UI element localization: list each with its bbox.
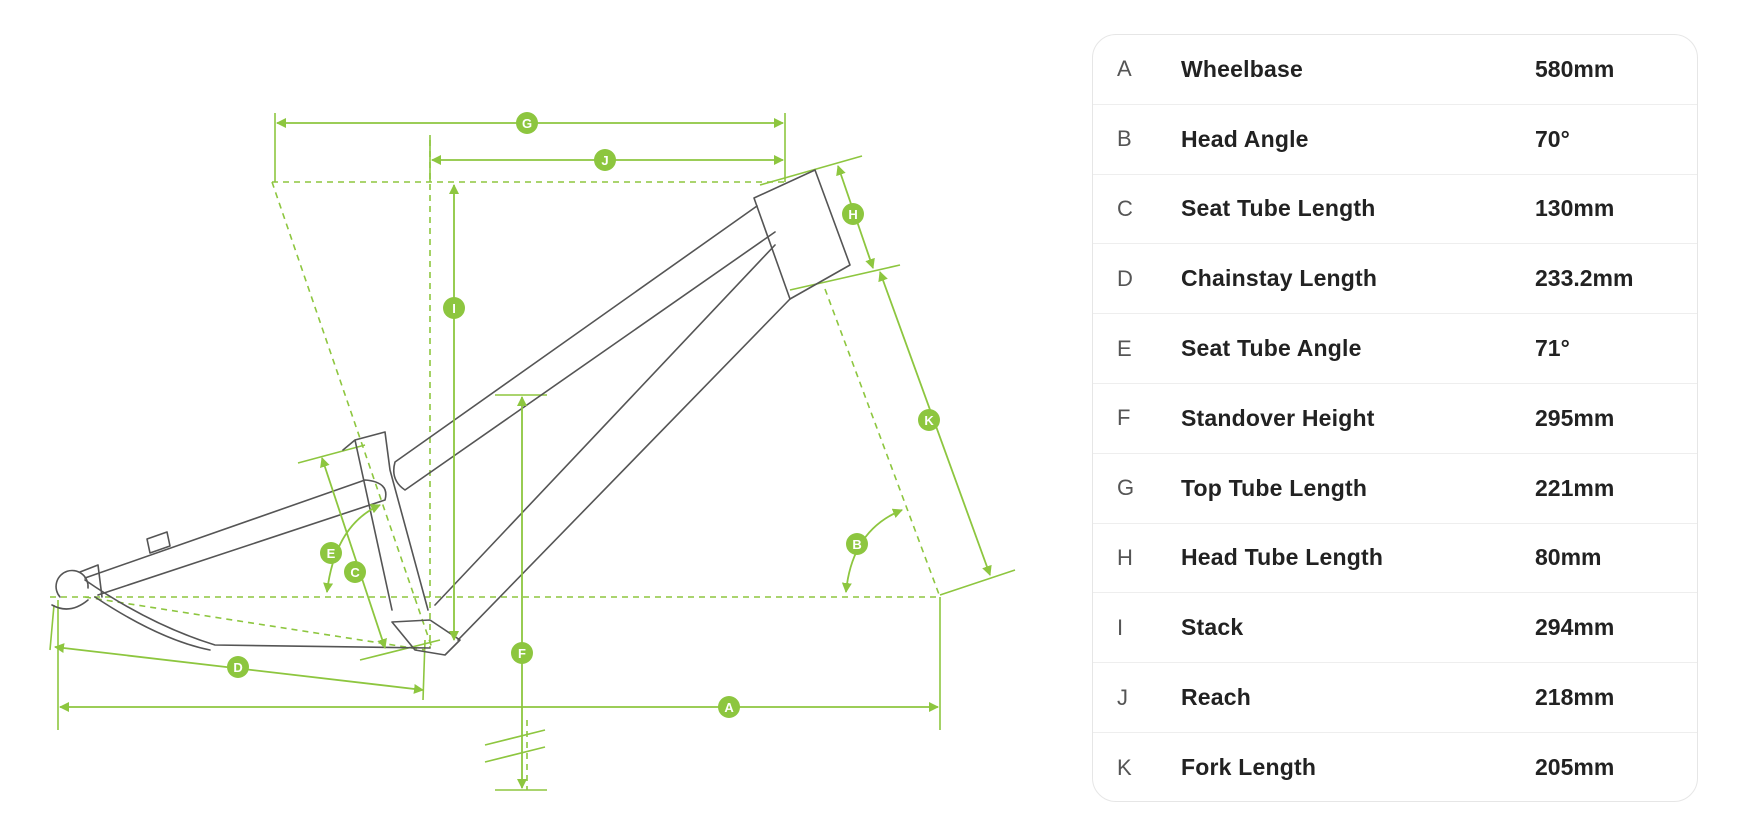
dimension-markers: G J I F A D H K B E C [227, 112, 940, 718]
marker-a: A [718, 696, 740, 718]
spec-key: B [1117, 126, 1132, 152]
spec-name: Chainstay Length [1181, 265, 1378, 292]
spec-value: 218mm [1535, 684, 1615, 711]
spec-key: A [1117, 56, 1132, 82]
spec-name: Head Tube Length [1181, 544, 1384, 571]
spec-row-stack: I Stack 294mm [1093, 593, 1697, 664]
spec-row-top-tube-length: G Top Tube Length 221mm [1093, 454, 1697, 524]
spec-name: Seat Tube Length [1181, 195, 1376, 222]
spec-name: Wheelbase [1181, 55, 1303, 82]
reference-lines [50, 140, 941, 790]
svg-text:I: I [452, 301, 456, 316]
svg-text:D: D [233, 660, 242, 675]
marker-f: F [511, 642, 533, 664]
svg-text:E: E [327, 546, 336, 561]
spec-row-reach: J Reach 218mm [1093, 663, 1697, 733]
spec-row-wheelbase: A Wheelbase 580mm [1093, 35, 1697, 105]
spec-value: 294mm [1535, 614, 1615, 641]
spec-row-fork-length: K Fork Length 205mm [1093, 733, 1697, 801]
svg-text:K: K [924, 413, 934, 428]
spec-name: Standover Height [1181, 404, 1375, 431]
marker-d: D [227, 656, 249, 678]
spec-value: 221mm [1535, 474, 1615, 501]
spec-name: Fork Length [1181, 754, 1317, 781]
spec-row-head-angle: B Head Angle 70° [1093, 105, 1697, 175]
spec-key: D [1117, 265, 1133, 291]
spec-key: F [1117, 405, 1131, 431]
svg-text:H: H [848, 207, 857, 222]
svg-text:B: B [852, 537, 861, 552]
svg-text:F: F [518, 646, 526, 661]
svg-text:G: G [522, 116, 532, 131]
spec-name: Top Tube Length [1181, 474, 1368, 501]
spec-value: 580mm [1535, 55, 1615, 82]
geometry-diagram: G J I F A D H K B E C [49, 112, 1016, 791]
marker-b: B [846, 533, 868, 555]
spec-row-chainstay-length: D Chainstay Length 233.2mm [1093, 244, 1697, 315]
spec-key: H [1117, 544, 1133, 570]
spec-key: G [1117, 475, 1135, 501]
svg-text:J: J [601, 153, 608, 168]
spec-key: I [1117, 614, 1124, 640]
spec-value: 70° [1535, 125, 1570, 152]
spec-key: K [1117, 754, 1132, 780]
marker-k: K [918, 409, 940, 431]
marker-h: H [842, 203, 864, 225]
spec-row-head-tube-length: H Head Tube Length 80mm [1093, 524, 1697, 594]
marker-j: J [594, 149, 616, 171]
spec-key: C [1117, 195, 1133, 221]
geometry-svg: G J I F A D H K B E C [49, 112, 1016, 791]
spec-value: 71° [1535, 335, 1570, 362]
marker-e: E [320, 542, 342, 564]
spec-row-seat-tube-length: C Seat Tube Length 130mm [1093, 175, 1697, 245]
spec-name: Head Angle [1181, 125, 1309, 152]
spec-name: Stack [1181, 614, 1244, 641]
spec-value: 130mm [1535, 195, 1615, 222]
dim-e-arc [323, 504, 381, 593]
spec-row-seat-tube-angle: E Seat Tube Angle 71° [1093, 314, 1697, 384]
spec-key: E [1117, 335, 1132, 361]
spec-name: Seat Tube Angle [1181, 335, 1362, 362]
spec-value: 233.2mm [1535, 265, 1634, 292]
svg-text:C: C [350, 565, 360, 580]
marker-c: C [344, 561, 366, 583]
spec-row-standover-height: F Standover Height 295mm [1093, 384, 1697, 454]
marker-g: G [516, 112, 538, 134]
spec-key: J [1117, 684, 1128, 710]
extension-lines [49, 113, 1016, 791]
svg-text:A: A [724, 700, 734, 715]
spec-value: 205mm [1535, 754, 1615, 781]
spec-value: 80mm [1535, 544, 1602, 571]
marker-i: I [443, 297, 465, 319]
geometry-spec-table: A Wheelbase 580mm B Head Angle 70° C Sea… [1092, 34, 1698, 802]
bike-frame [51, 169, 851, 656]
spec-value: 295mm [1535, 404, 1615, 431]
spec-name: Reach [1181, 684, 1252, 711]
